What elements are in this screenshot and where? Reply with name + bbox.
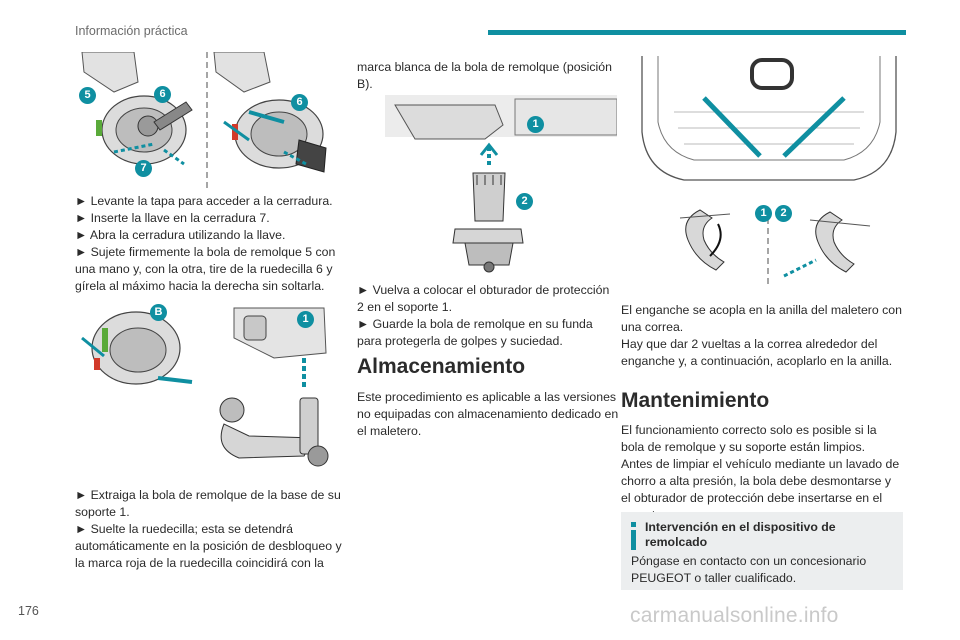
step-hold-ball: ► Sujete firmemente la bola de remolque … [75,245,336,293]
step-lift-cover: ► Levante la tapa para acceder a la cerr… [75,194,333,208]
info-icon [631,522,636,550]
figure1-callout-7: 7 [135,160,152,177]
heading-almacenamiento: Almacenamiento [357,355,526,378]
step-open-lock: ► Abra la cerradura utilizando la llave. [75,228,286,242]
info-box: Intervención en el dispositivo de remolc… [621,512,903,590]
info-title: Intervención en el dispositivo de remolc… [645,520,836,549]
mantenimiento-body: El funcionamiento correcto solo es posib… [621,422,903,524]
figure-trunk-ring [641,56,897,181]
para-clean: El funcionamiento correcto solo es posib… [621,423,877,454]
figure1-callout-6: 6 [154,86,171,103]
step-replace-cap: ► Vuelva a colocar el obturador de prote… [357,283,610,314]
figure4-callout-1: 1 [755,205,772,222]
page-header-title: Información práctica [75,24,188,38]
figure1-callout-5: 5 [79,87,96,104]
step-store-ball: ► Guarde la bola de remolque en su funda… [357,317,593,348]
para-wrap: Hay que dar 2 vueltas a la correa alrede… [621,337,893,368]
header-accent-bar [488,30,906,35]
almacenamiento-body: Este procedimiento es aplicable a las ve… [357,390,619,438]
page-number: 176 [18,604,39,618]
mid-continuation: marca blanca de la bola de remolque (pos… [357,60,612,91]
figure4-callout-2: 2 [775,205,792,222]
right-intro: El enganche se acopla en la anilla del m… [621,302,903,370]
watermark: carmanualsonline.info [630,604,839,627]
figure3-callout-2: 2 [516,193,533,210]
para-wash: Antes de limpiar el vehículo mediante un… [621,457,900,522]
figure-ball-removal [81,307,329,467]
figure-protective-cap [385,95,617,273]
heading-mantenimiento: Mantenimiento [621,389,770,412]
figure2-callout-1: 1 [297,311,314,328]
figure1-callout-6b: 6 [291,94,308,111]
step-insert-key: ► Inserte la llave en la cerradura 7. [75,211,270,225]
step-extract-ball: ► Extraiga la bola de remolque de la bas… [75,488,341,519]
figure-lock-release [74,52,327,190]
figure-strap-steps [679,208,871,284]
step-release-wheel: ► Suelte la ruedecilla; esta se detendrá… [75,522,342,570]
figure3-callout-1: 1 [527,116,544,133]
info-body: Póngase en contacto con un concesionario… [631,554,867,585]
para-strap: El enganche se acopla en la anilla del m… [621,303,902,334]
mid-steps: ► Vuelva a colocar el obturador de prote… [357,282,619,350]
figure2-callout-B: B [150,304,167,321]
left-steps-a: ► Levante la tapa para acceder a la cerr… [75,193,351,295]
left-steps-b: ► Extraiga la bola de remolque de la bas… [75,487,351,572]
